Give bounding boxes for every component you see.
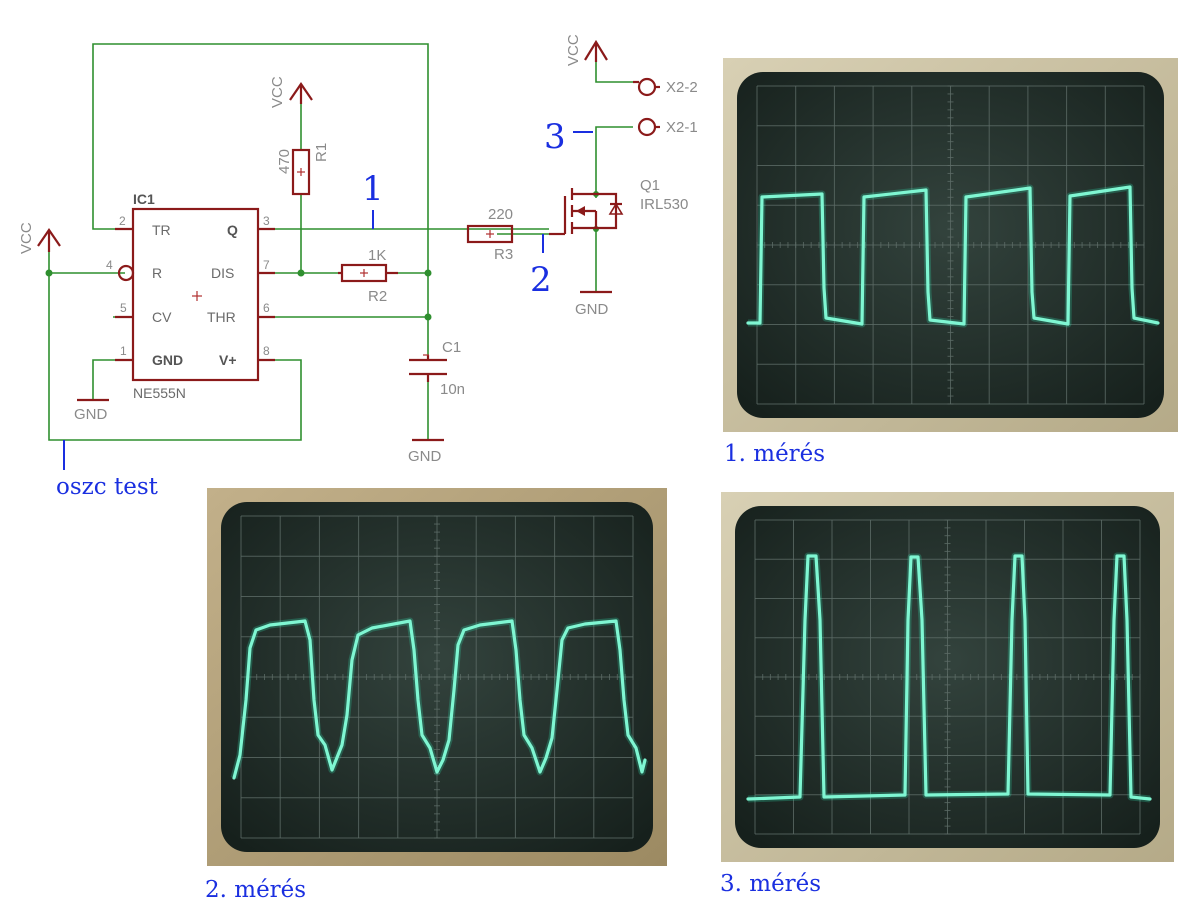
test-point-3: 3: [544, 117, 566, 157]
r3-ref: R3: [494, 246, 513, 263]
c1-ref: C1: [442, 339, 461, 356]
caption-measurement-3: 3. mérés: [720, 871, 821, 897]
test-point-2: 2: [530, 260, 552, 300]
pin-6-name: THR: [207, 309, 236, 325]
pin-4-name: R: [152, 265, 162, 281]
gnd-source: GND: [575, 290, 612, 318]
r1-value: 470: [276, 149, 293, 174]
ic-ne555: IC1 NE555N 2 TR 4 R 5 CV 1 GND 3 Q 7 DIS…: [106, 191, 275, 401]
vcc-left: VCC: [18, 222, 61, 254]
oscilloscope-measurement-1: [723, 58, 1178, 432]
pin-8-num: 8: [263, 344, 270, 358]
scope-trace: [746, 554, 1152, 801]
pin-3-name: Q: [227, 222, 238, 238]
wire-x2-1: [595, 126, 633, 198]
scope-trace: [232, 619, 647, 780]
ic-part: NE555N: [133, 385, 186, 401]
gnd-label: GND: [408, 448, 442, 465]
caption-measurement-1: 1. mérés: [724, 441, 825, 467]
pin-4-num: 4: [106, 258, 113, 272]
vcc-label: VCC: [565, 34, 582, 66]
c1-value: 10n: [440, 381, 465, 398]
connector-x2-2: X2-2: [633, 77, 698, 97]
r2-ref: R2: [368, 288, 387, 305]
junctions: [45, 191, 599, 321]
vcc-drain: VCC: [565, 34, 608, 66]
gnd-ic: GND: [74, 398, 109, 423]
gnd-label: GND: [74, 406, 108, 423]
pin-3-num: 3: [263, 214, 270, 228]
wire-gnd-pin: [92, 359, 133, 400]
wire-vplus: [48, 250, 302, 441]
vcc-r1: VCC: [269, 76, 313, 108]
wire-trigger-loop: [92, 43, 429, 273]
oscilloscope-measurement-3: [721, 492, 1174, 862]
pin-6-num: 6: [263, 301, 270, 315]
resistor-r1: 470 R1: [276, 143, 330, 196]
scope-trace: [746, 185, 1160, 326]
pin-7-num: 7: [263, 258, 270, 272]
pin-8-name: V+: [219, 352, 237, 368]
x2-2-label: X2-2: [666, 79, 698, 96]
pin-1-num: 1: [120, 344, 127, 358]
schematic: IC1 NE555N 2 TR 4 R 5 CV 1 GND 3 Q 7 DIS…: [18, 34, 698, 500]
test-point-1: 1: [362, 169, 384, 209]
q1-part: IRL530: [640, 196, 688, 213]
capacitor-c1: C1 10n: [409, 339, 465, 398]
ic-body: [131, 207, 260, 382]
scope-graticule: [240, 515, 634, 839]
q1-ref: Q1: [640, 177, 660, 194]
pin-7-name: DIS: [211, 265, 234, 281]
pin-2-num: 2: [119, 214, 126, 228]
resistor-r3: 220 R3: [466, 206, 513, 263]
connector-x2-1: X2-1: [637, 117, 698, 137]
pin-1-name: GND: [152, 352, 183, 368]
r1-ref: R1: [313, 143, 330, 162]
scope-graticule: [756, 85, 1145, 405]
oscilloscope-measurement-2: [207, 488, 667, 866]
pin-5-name: CV: [152, 309, 172, 325]
r3-value: 220: [488, 206, 513, 223]
caption-measurement-2: 2. mérés: [205, 877, 306, 903]
vcc-label: VCC: [18, 222, 35, 254]
oscilloscope-photos: [207, 58, 1178, 866]
r2-value: 1K: [368, 247, 386, 264]
gnd-c1: GND: [408, 438, 444, 465]
pin-5-num: 5: [120, 301, 127, 315]
test-points: 1 2 3 oszc test: [56, 117, 593, 500]
pin-2-name: TR: [152, 222, 171, 238]
reset-inverter-bubble: [117, 264, 135, 282]
wire-thr: [258, 316, 429, 355]
x2-1-label: X2-1: [666, 119, 698, 136]
ic-ref: IC1: [133, 191, 155, 207]
resistor-r2: 1K R2: [338, 247, 398, 305]
scope-ground-label: oszc test: [56, 474, 159, 500]
mosfet-q1: Q1 IRL530: [549, 177, 688, 236]
vcc-label: VCC: [269, 76, 286, 108]
gnd-label: GND: [575, 301, 609, 318]
